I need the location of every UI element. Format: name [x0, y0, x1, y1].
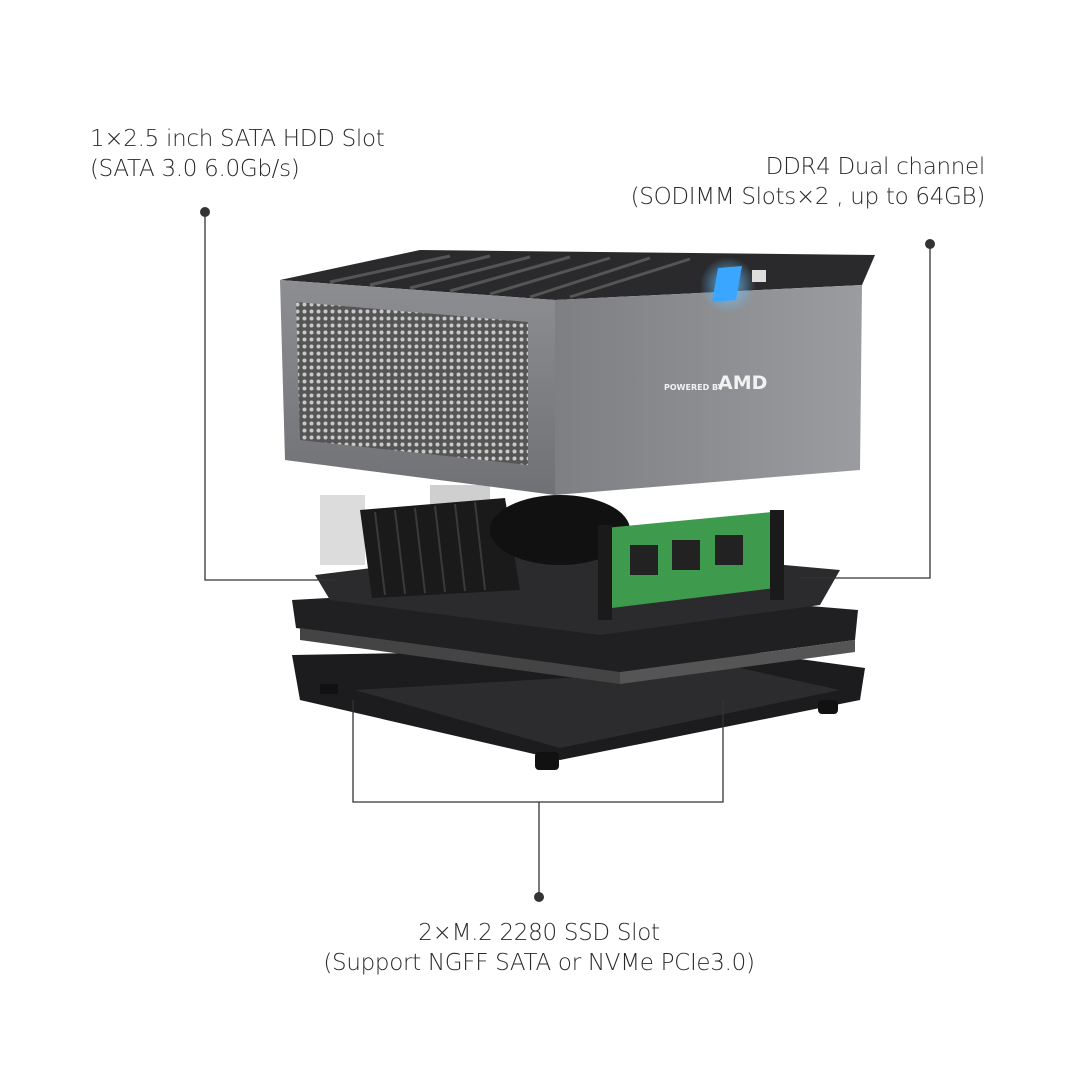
- ddr-callout-dot: [925, 239, 935, 249]
- ssd-slot-callout: 2×M.2 2280 SSD Slot (Support NGFF SATA o…: [0, 918, 1078, 978]
- ssd-subtitle: (Support NGFF SATA or NVMe PCIe3.0): [323, 950, 755, 976]
- ddr-subtitle: (SODIMM Slots×2 , up to 64GB): [630, 184, 986, 210]
- ram-module: [598, 510, 784, 620]
- power-led: [712, 266, 742, 302]
- hdd-title: 1×2.5 inch SATA HDD Slot: [90, 126, 385, 152]
- bottom-ssd-tray: [292, 648, 865, 770]
- callout-lines: [204, 212, 931, 895]
- hdd-subtitle: (SATA 3.0 6.0Gb/s): [90, 156, 300, 182]
- hdd-callout-dot: [200, 207, 210, 217]
- ddr-title: DDR4 Dual channel: [765, 154, 986, 180]
- hdd-slot-callout: 1×2.5 inch SATA HDD Slot (SATA 3.0 6.0Gb…: [90, 124, 385, 184]
- brand-small-text: POWERED BY: [664, 383, 724, 392]
- ddr-callout: DDR4 Dual channel (SODIMM Slots×2 , up t…: [630, 152, 986, 212]
- case: [280, 250, 875, 495]
- brand-logo-text: AMD: [718, 372, 768, 394]
- brand-logo-icon: [752, 270, 766, 282]
- ssd-callout-dot: [534, 892, 544, 902]
- ssd-title: 2×M.2 2280 SSD Slot: [418, 920, 660, 946]
